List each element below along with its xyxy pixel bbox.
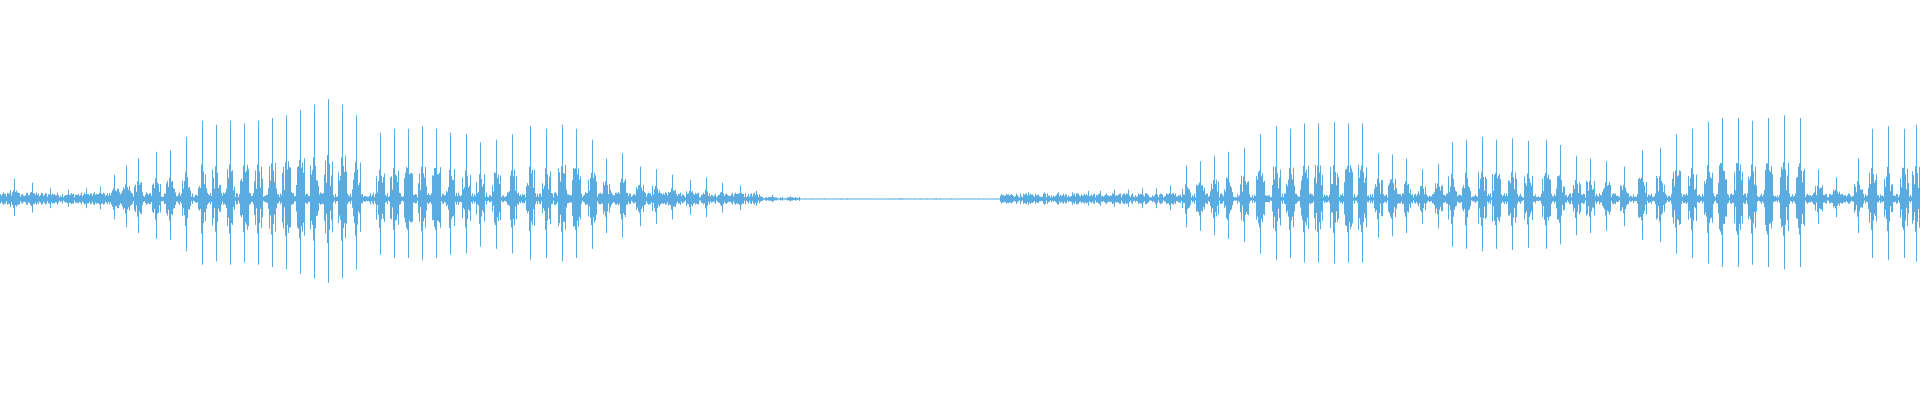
- waveform-path: [0, 99, 1920, 283]
- waveform-peaks: [0, 99, 1920, 283]
